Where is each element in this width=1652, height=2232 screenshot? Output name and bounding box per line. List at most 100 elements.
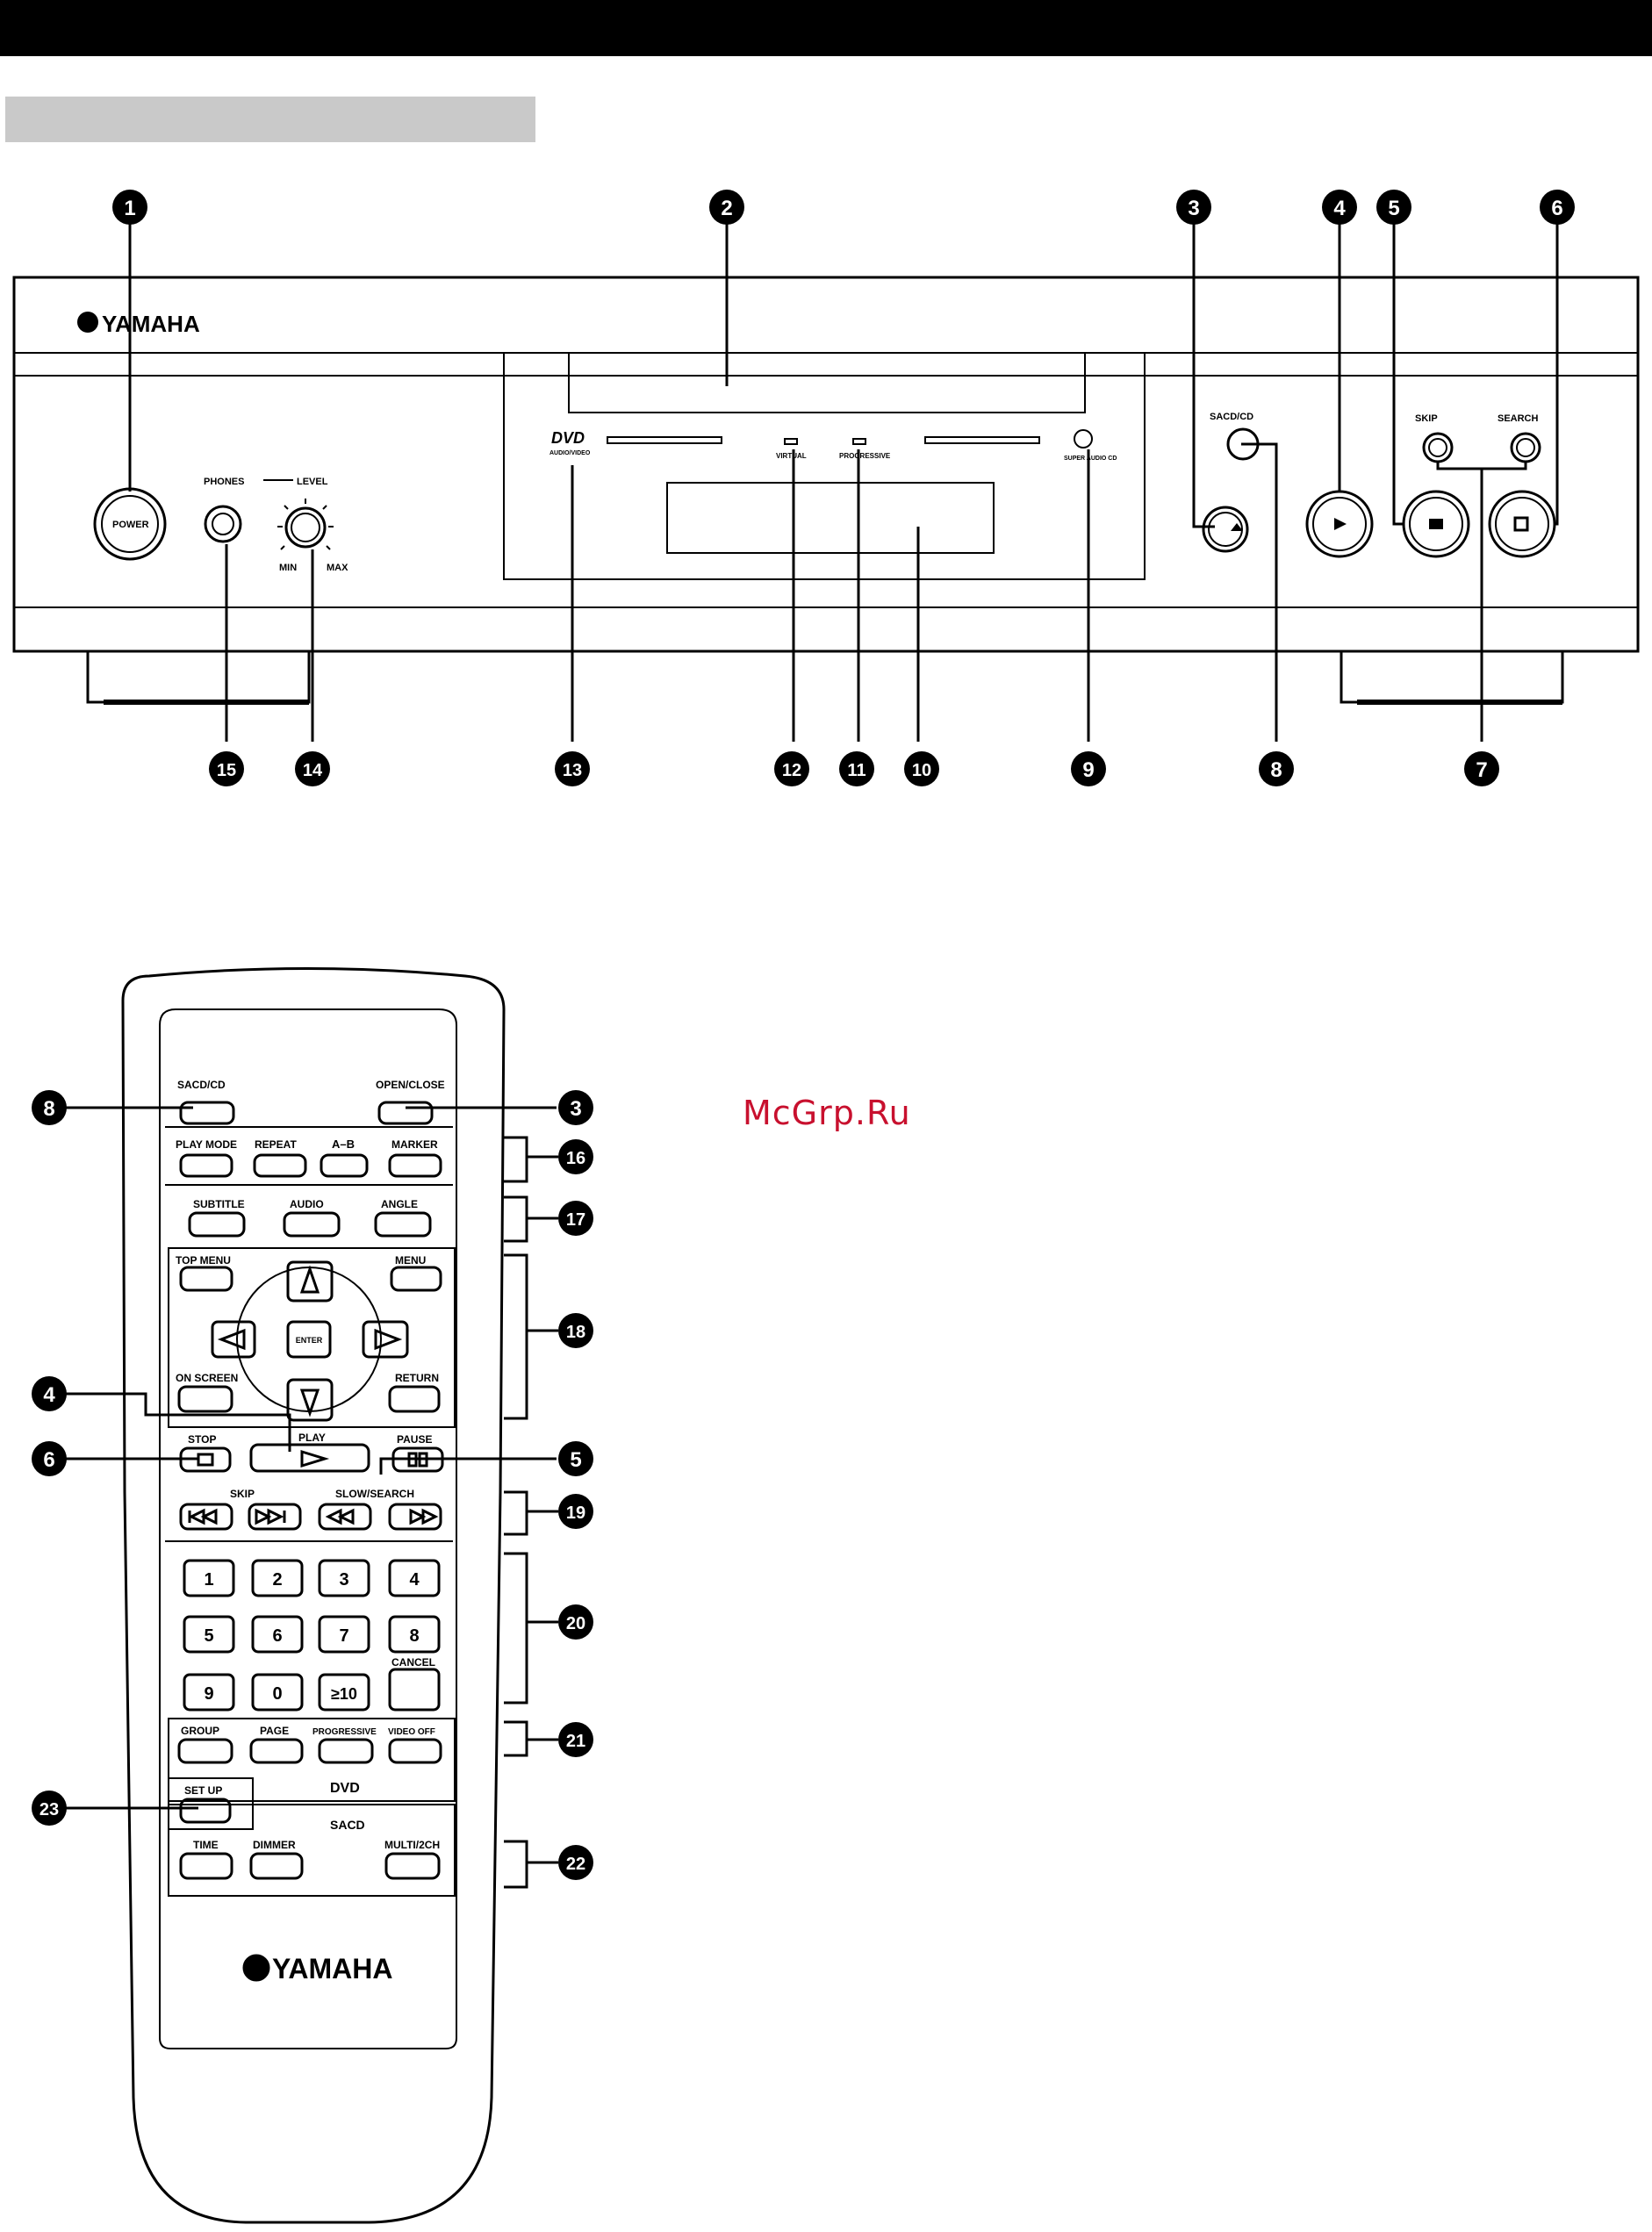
- marker-label: MARKER: [391, 1138, 438, 1151]
- key-5-label: 5: [204, 1626, 213, 1646]
- key-4-label: 4: [409, 1570, 420, 1590]
- remote-callout-23: 23: [32, 1791, 67, 1826]
- repeat-button[interactable]: [253, 1153, 307, 1178]
- level-label: LEVEL: [297, 477, 328, 487]
- remote-play-button[interactable]: [249, 1443, 370, 1473]
- down-button[interactable]: [286, 1378, 334, 1422]
- setup-label: SET UP: [184, 1784, 222, 1797]
- skip-button[interactable]: [1422, 432, 1454, 463]
- skip-forward-button[interactable]: [248, 1503, 302, 1531]
- audio-button[interactable]: [283, 1211, 341, 1238]
- subtitle-button[interactable]: [188, 1211, 246, 1238]
- top-menu-button[interactable]: [179, 1266, 233, 1292]
- svg-text:13: 13: [563, 761, 582, 780]
- phones-jack[interactable]: [204, 505, 242, 543]
- time-label: TIME: [193, 1839, 219, 1851]
- remote-leaders: [65, 1106, 558, 1889]
- angle-button[interactable]: [374, 1211, 432, 1238]
- video-off-button[interactable]: [388, 1738, 442, 1764]
- callout-13: 13: [555, 751, 590, 786]
- key-5[interactable]: [183, 1615, 235, 1654]
- power-label: POWER: [112, 520, 149, 530]
- key-2[interactable]: [251, 1559, 304, 1597]
- phones-label: PHONES: [204, 477, 244, 487]
- stop-button[interactable]: [1488, 490, 1556, 558]
- search-label: SEARCH: [1498, 413, 1539, 424]
- key-4[interactable]: [388, 1559, 441, 1597]
- time-button[interactable]: [179, 1852, 233, 1880]
- callout-9: 9: [1071, 751, 1106, 786]
- remote-callout-22: 22: [558, 1845, 593, 1880]
- numeric-keypad: [183, 1559, 441, 1712]
- search-back-button[interactable]: [318, 1503, 372, 1531]
- multi-2ch-label: MULTI/2CH: [384, 1839, 440, 1851]
- callout-7: 7: [1464, 751, 1499, 786]
- cancel-label: CANCEL: [391, 1656, 435, 1669]
- stop-label: STOP: [188, 1433, 216, 1446]
- svg-text:4: 4: [43, 1383, 55, 1407]
- front-leaders: [128, 223, 1559, 742]
- svg-text:5: 5: [570, 1448, 581, 1472]
- group-button[interactable]: [177, 1738, 233, 1764]
- key-7-label: 7: [339, 1626, 348, 1646]
- center-panel: [503, 352, 1146, 580]
- disc-tray[interactable]: [568, 352, 1086, 413]
- search-button[interactable]: [1510, 432, 1541, 463]
- remote-brand: YAMAHA: [272, 1953, 393, 1984]
- key-1-label: 1: [204, 1570, 213, 1590]
- remote-open-close-button[interactable]: [377, 1101, 434, 1125]
- left-button[interactable]: [211, 1320, 256, 1359]
- search-back-icon: [325, 1508, 355, 1525]
- play-label: PLAY: [298, 1432, 326, 1444]
- remote-sacd-cd-button[interactable]: [179, 1101, 235, 1125]
- return-button[interactable]: [388, 1385, 441, 1413]
- cancel-button[interactable]: [388, 1668, 441, 1712]
- remote-callout-16: 16: [558, 1139, 593, 1174]
- stop-icon: [1513, 516, 1529, 532]
- skip-back-button[interactable]: [179, 1503, 233, 1531]
- search-forward-button[interactable]: [388, 1503, 442, 1531]
- up-button[interactable]: [286, 1260, 334, 1303]
- right-button[interactable]: [362, 1320, 409, 1359]
- dimmer-button[interactable]: [249, 1852, 304, 1880]
- svg-text:3: 3: [1188, 197, 1199, 220]
- svg-text:8: 8: [1270, 758, 1282, 782]
- key-0[interactable]: [251, 1673, 304, 1712]
- menu-button[interactable]: [390, 1266, 442, 1292]
- multi-2ch-button[interactable]: [384, 1852, 441, 1880]
- left-foot: [86, 651, 311, 704]
- callout-3: 3: [1176, 190, 1211, 225]
- play-mode-button[interactable]: [179, 1153, 233, 1178]
- section-title-bar: [5, 97, 535, 142]
- sacd-logo-label: SUPER AUDIO CD: [1064, 456, 1117, 462]
- key-6[interactable]: [251, 1615, 304, 1654]
- key-9[interactable]: [183, 1673, 235, 1712]
- marker-button[interactable]: [388, 1153, 442, 1178]
- remote-callout-3: 3: [558, 1090, 593, 1125]
- key-3[interactable]: [318, 1559, 370, 1597]
- callout-5: 5: [1376, 190, 1411, 225]
- key-1[interactable]: [183, 1559, 235, 1597]
- key-8[interactable]: [388, 1615, 441, 1654]
- left-arrow-icon: [217, 1328, 246, 1351]
- setup-button[interactable]: [179, 1798, 232, 1824]
- svg-text:10: 10: [912, 761, 931, 780]
- virtual-led: [784, 438, 798, 445]
- top-black-bar: [0, 0, 1652, 56]
- key-8-label: 8: [409, 1626, 419, 1646]
- menu-label: MENU: [395, 1254, 426, 1267]
- open-close-button[interactable]: [1202, 506, 1249, 553]
- enter-button[interactable]: [286, 1320, 332, 1359]
- level-max-label: MAX: [327, 563, 348, 573]
- key-7[interactable]: [318, 1615, 370, 1654]
- key-10-plus[interactable]: [318, 1673, 370, 1712]
- svg-text:14: 14: [303, 761, 323, 780]
- level-knob[interactable]: [284, 506, 327, 549]
- remote-body: [121, 967, 506, 2224]
- remote-outline: [121, 967, 506, 2224]
- progressive-button[interactable]: [318, 1738, 374, 1764]
- a-b-button[interactable]: [320, 1153, 369, 1178]
- on-screen-button[interactable]: [177, 1385, 233, 1413]
- search-forward-icon: [409, 1508, 439, 1525]
- page-button[interactable]: [249, 1738, 304, 1764]
